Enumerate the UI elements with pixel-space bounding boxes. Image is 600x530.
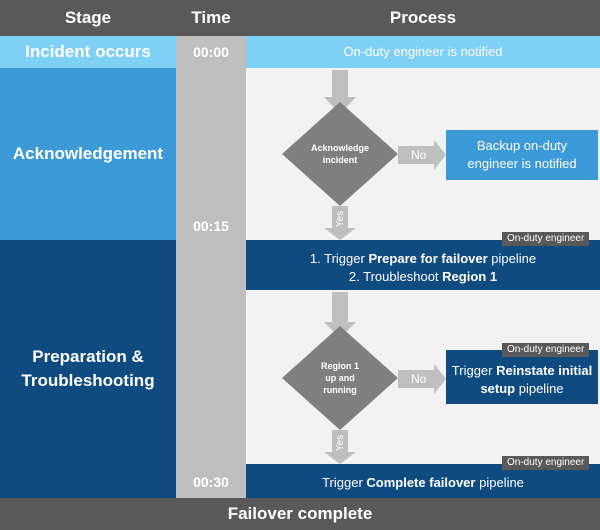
complete-bold: Complete failover [366,475,476,490]
time-header: Time [191,8,231,27]
complete-line: Trigger Complete failover pipeline [322,474,524,492]
role-tag-1: On-duty engineer [502,232,590,246]
step2-bold: Region 1 [442,269,498,284]
footer-bar: Failover complete [0,498,600,530]
step1-bold: Prepare for failover [368,251,488,266]
arrow-no-2 [398,364,446,394]
time-00-15: 00:15 [193,218,229,234]
decision-2-line1: Region 1 [320,361,359,371]
reinstate-suffix: pipeline [515,381,564,396]
stage-acknowledgement: Acknowledgement [0,68,176,240]
stage-incident-occurs: Incident occurs [0,36,176,68]
prepare-troubleshoot-box: 1. Trigger Prepare for failover pipeline… [246,240,600,290]
arrow-down-1 [324,70,356,114]
reinstate-bold1: Reinstate initial [496,363,593,378]
step2-line: 2. Troubleshoot Region 1 [349,268,497,286]
reinstate-prefix: Trigger [451,363,497,378]
arrow-yes-1 [324,206,356,240]
process-header: Process [389,8,457,27]
complete-prefix: Trigger [322,475,367,490]
complete-suffix: pipeline [475,475,524,490]
role-tag-3: On-duty engineer [502,456,590,470]
time-00-00: 00:00 [193,44,229,60]
stage-preparation-label-line1: Preparation & [32,347,144,366]
step1-line: 1. Trigger Prepare for failover pipeline [310,250,536,268]
no-label-2: No [411,372,427,386]
footer-label: Failover complete [227,504,373,523]
header-bar [0,0,600,36]
decision-2-text: Region 1 up and running [300,355,380,401]
reinstate-box: Trigger Reinstate initial setup pipeline [446,350,598,404]
time-00-30: 00:30 [193,474,229,490]
reinstate-line2: setup pipeline [480,380,563,398]
yes-label-1: Yes [334,210,346,228]
backup-line2: engineer is notified [467,156,577,171]
decision-2-line2: up and [325,373,355,383]
stage-preparation-label-line2: Troubleshooting [21,371,155,390]
notify-text: On-duty engineer is notified [343,44,503,59]
decision-diamond-1 [282,102,398,206]
arrow-no-1 [398,140,446,170]
stage-acknowledgement-label: Acknowledgement [12,144,164,163]
step2-prefix: 2. Troubleshoot [348,269,443,284]
stage-preparation: Preparation & Troubleshooting [0,240,176,498]
step1-prefix: 1. Trigger [309,251,369,266]
no-label-1: No [411,148,427,162]
stage-incident-label: Incident occurs [25,42,151,61]
step1-suffix: pipeline [487,251,537,266]
backup-line1: Backup on-duty [476,138,568,153]
arrow-yes-2 [324,430,356,464]
decision-1-line1: Acknowledge [310,143,369,153]
decision-2-line3: running [323,385,357,395]
role-tag-2: On-duty engineer [502,343,590,357]
backup-notified-box: Backup on-duty engineer is notified [446,130,598,180]
stage-header: Stage [64,8,112,27]
decision-1-text: Acknowledge incident [298,136,382,172]
notify-box: On-duty engineer is notified [246,36,600,68]
decision-diamond-2 [282,326,398,430]
time-column [176,36,246,498]
arrow-down-2 [324,292,356,338]
decision-1-line2: incident [322,155,358,165]
yes-label-2: Yes [334,434,346,452]
reinstate-bold2: setup [480,381,516,396]
reinstate-line1: Trigger Reinstate initial [452,362,592,380]
